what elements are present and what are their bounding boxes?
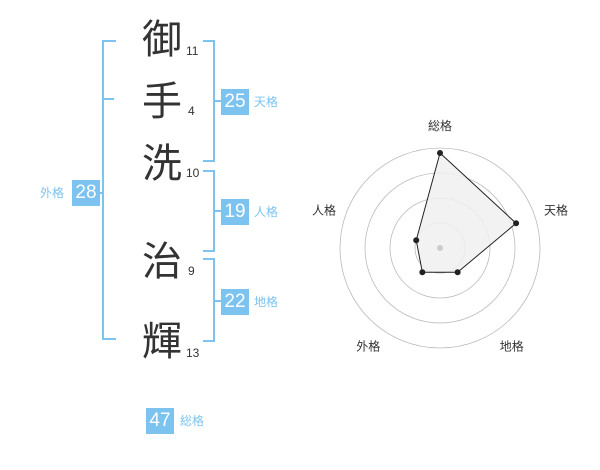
radar-points — [413, 150, 520, 276]
tenkaku-label: 天格 — [254, 95, 279, 109]
stroke-count-3: 10 — [186, 166, 200, 180]
jinkaku-value: 19 — [221, 199, 249, 225]
stroke-count-2: 4 — [188, 104, 195, 118]
radar-axis-label: 人格 — [312, 202, 336, 217]
radar-center — [437, 245, 443, 251]
radar-ring — [339, 147, 541, 349]
gaikaku-value: 28 — [72, 180, 100, 206]
stroke-count-1: 11 — [186, 44, 199, 58]
gaikaku-bracket — [102, 40, 116, 340]
radar-axis-label: 外格 — [356, 339, 380, 354]
stroke-count-4: 9 — [188, 264, 195, 278]
name-char-5: 輝 — [142, 319, 182, 365]
gaikaku-tick — [102, 98, 114, 100]
tenkaku-tick — [213, 100, 221, 102]
jinkaku-label: 人格 — [254, 205, 279, 219]
chikaku-value: 22 — [221, 289, 249, 315]
radar-point-4 — [419, 269, 426, 276]
radar-point-3 — [454, 269, 461, 276]
chikaku-tick — [213, 300, 221, 302]
radar-point-1 — [437, 150, 443, 156]
radar-axis-label: 地格 — [500, 339, 524, 354]
name-char-4: 治 — [142, 239, 182, 285]
radar-axis-label: 天格 — [544, 202, 568, 217]
jinkaku-tick — [213, 210, 221, 212]
radar-point-5 — [413, 237, 420, 244]
soukaku-label: 総格 — [180, 414, 205, 428]
soukaku-value: 47 — [146, 408, 174, 434]
name-char-1: 御 — [142, 17, 182, 63]
chikaku-label: 地格 — [254, 295, 279, 309]
radar-point-2 — [513, 220, 520, 227]
name-char-3: 洗 — [142, 141, 182, 187]
radar-area — [415, 152, 517, 273]
stroke-count-5: 13 — [186, 346, 200, 360]
radar-axis-label: 総格 — [428, 118, 452, 133]
tenkaku-value: 25 — [221, 89, 249, 115]
name-char-2: 手 — [142, 79, 182, 125]
gaikaku-label: 外格 — [40, 186, 65, 200]
